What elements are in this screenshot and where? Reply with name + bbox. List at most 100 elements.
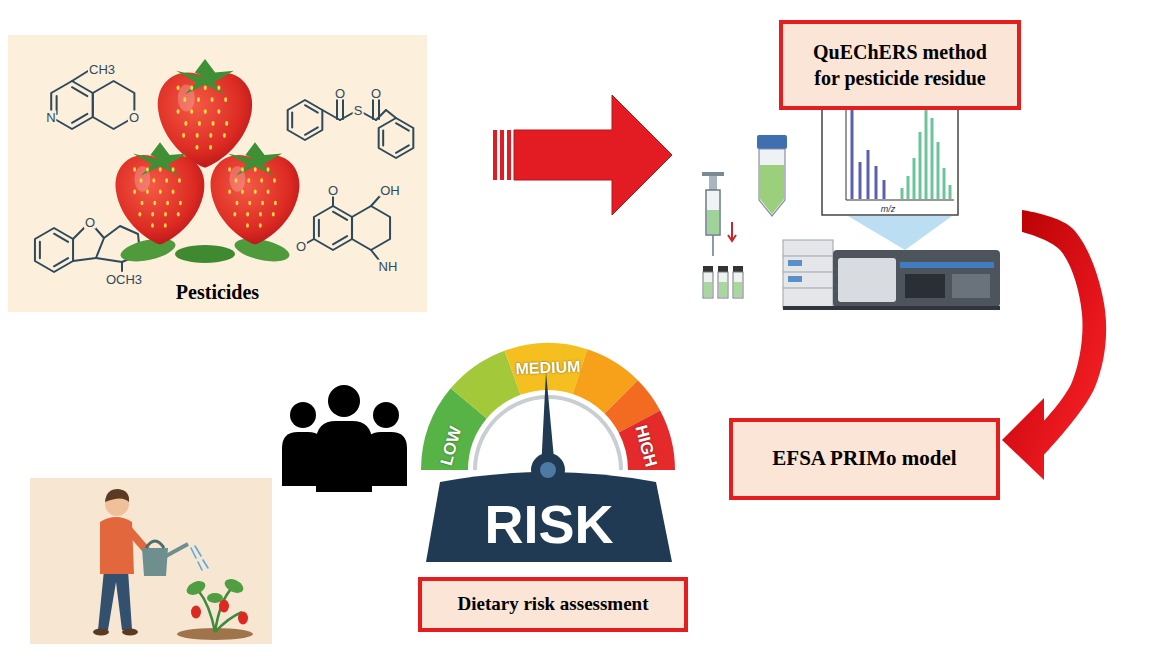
- double-bond: [318, 220, 320, 236]
- chromatogram: [943, 168, 946, 199]
- strawberry-seed: [212, 121, 215, 126]
- chromatogram: [846, 92, 847, 200]
- sample-vial: [719, 282, 727, 297]
- strawberry-seed: [254, 167, 257, 171]
- strawberry-seed: [236, 201, 239, 205]
- ring-bond: [93, 81, 135, 129]
- people-icon: [282, 385, 407, 492]
- sample-vial: [704, 282, 712, 297]
- ring-bond: [352, 206, 390, 250]
- strawberry: [158, 59, 252, 168]
- risk-gauge: [421, 343, 675, 562]
- strawberry-seed: [166, 201, 169, 205]
- lc-ms-instrument: [905, 274, 945, 298]
- bond: [305, 239, 314, 244]
- strawberry-seed: [151, 212, 154, 216]
- chromatogram: [883, 180, 886, 199]
- syringe: [706, 190, 720, 235]
- strawberry-seed: [172, 167, 175, 171]
- strawberry-seed: [159, 167, 162, 171]
- syringe: [712, 235, 714, 256]
- strawberry-seed: [172, 190, 175, 194]
- sample-vial: [733, 272, 743, 298]
- double-bond: [291, 113, 293, 128]
- lc-ms-instrument: [783, 288, 833, 289]
- zoom-wedge: [848, 216, 952, 250]
- strawberry-seed: [225, 121, 228, 126]
- sample-vial: [718, 266, 728, 272]
- farmer-illustration: [198, 588, 242, 632]
- strawberry-seed: [177, 212, 180, 216]
- lc-ms-instrument: [788, 276, 802, 282]
- sample-vial: [734, 282, 742, 297]
- farmer-illustration: [30, 478, 272, 644]
- arrow-tail-stripe: [507, 130, 511, 180]
- atom-label: S: [353, 104, 364, 117]
- strawberry: [134, 166, 150, 192]
- strawberry-seed: [179, 201, 182, 205]
- strawberry-seed: [241, 190, 244, 194]
- method-group: QuEChERS method for pesticide residue: [672, 18, 1022, 313]
- farmer-illustration: [122, 629, 138, 636]
- lc-ms-instrument: [783, 306, 1000, 310]
- strawberry-seed: [153, 201, 156, 205]
- strawberry-seed: [246, 212, 249, 216]
- strawberry-seed: [273, 178, 276, 182]
- strawberry-seed: [209, 133, 212, 138]
- strawberry: [228, 142, 282, 176]
- strawberry-seed: [223, 133, 226, 138]
- strawberry-seed: [204, 85, 207, 90]
- atom-label: O: [84, 216, 96, 229]
- people-icon: [328, 385, 360, 417]
- centrifuge-tube: [757, 135, 787, 149]
- farmer-illustration: [100, 517, 134, 574]
- syringe: [702, 172, 736, 256]
- lc-ms-instrument: [900, 262, 994, 268]
- strawberry-seed: [195, 145, 198, 150]
- bond: [332, 196, 334, 206]
- gauge-hub: [540, 462, 556, 478]
- farmer-illustration: [142, 548, 168, 576]
- farmer-illustration: [198, 562, 202, 570]
- flow-arrow: [1002, 210, 1106, 480]
- bond: [372, 99, 374, 119]
- sample-vial: [733, 266, 743, 272]
- method-title: QuEChERS method for pesticide residue: [779, 20, 1021, 110]
- syringe: [728, 222, 736, 241]
- farmer-illustration: [215, 612, 242, 632]
- chemical-structure: [35, 71, 413, 272]
- bond: [376, 110, 386, 120]
- double-bond: [305, 105, 318, 112]
- strawberry-seed: [197, 97, 200, 102]
- chromatogram: [907, 176, 910, 199]
- atom-label: O: [295, 240, 307, 253]
- strawberry-seed: [261, 201, 264, 205]
- box-label: Dietary risk assessment: [457, 592, 648, 617]
- farmer-illustration: [195, 546, 201, 556]
- strawberry-seed: [267, 190, 270, 194]
- people-icon: [290, 402, 316, 428]
- gauge-label: MEDIUM: [515, 359, 580, 377]
- strawberry-seed: [228, 167, 231, 171]
- atom-label: CH3: [88, 63, 116, 76]
- strawberry-seed: [217, 109, 220, 114]
- double-bond: [72, 114, 87, 123]
- atom-label: O: [128, 111, 140, 124]
- gauge-label: HIGH: [632, 423, 659, 468]
- atom-label: NH: [378, 260, 399, 273]
- strawberry-seed: [151, 223, 154, 227]
- strawberry-seed: [141, 201, 144, 205]
- sample-vial: [718, 272, 728, 298]
- strawberry-seed: [196, 133, 199, 138]
- centrifuge-tube: [757, 135, 787, 216]
- strawberry-seed: [177, 109, 180, 114]
- chromatogram: [931, 118, 934, 199]
- lc-ms-instrument: [788, 260, 802, 266]
- strawberry-seed: [233, 212, 236, 216]
- farmer-illustration: [105, 489, 129, 502]
- farmer-illustration: [238, 612, 248, 625]
- lc-ms-instrument: [833, 250, 1000, 307]
- centrifuge-tube: [759, 149, 785, 216]
- ring-bond: [35, 228, 73, 272]
- gauge-label: LOW: [438, 425, 465, 468]
